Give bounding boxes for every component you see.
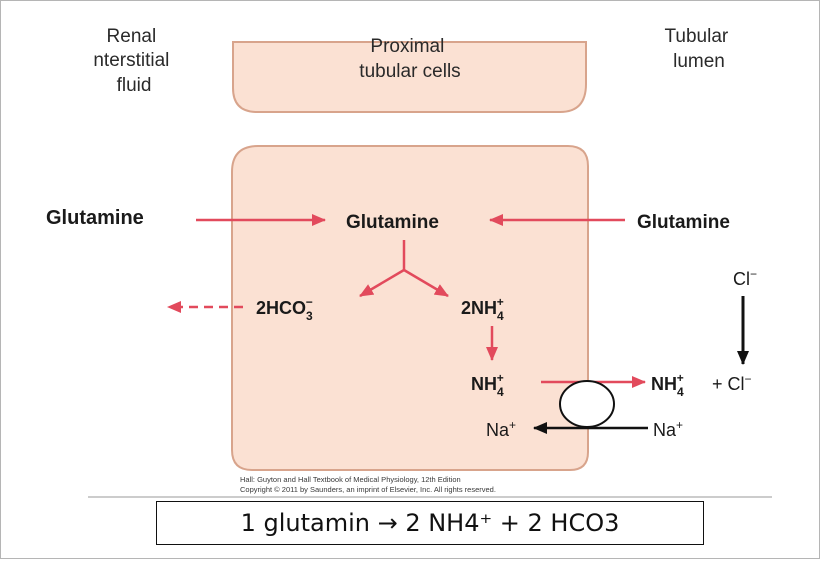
lumen-label-line1: Tubular xyxy=(665,26,729,47)
ammonium-2-label: 2NH4+ xyxy=(461,295,504,323)
ammonium-lumen-label: NH4+ xyxy=(651,371,684,399)
glutamine-cell-label: Glutamine xyxy=(346,212,439,233)
credit-line1: Hall: Guyton and Hall Textbook of Medica… xyxy=(240,475,461,484)
tubular-lumen-label: Tubular lumen xyxy=(665,26,734,72)
split-to-bicarbonate-arrow xyxy=(359,268,405,298)
credit-line2: Copyright © 2011 by Saunders, an imprint… xyxy=(240,485,496,494)
proximal-cells-label: Proximal tubular cells xyxy=(359,36,460,82)
chloride-label: Cl− xyxy=(733,267,757,289)
sodium-cell-label: Na+ xyxy=(486,418,516,440)
cells-label-line1: Proximal xyxy=(370,36,444,57)
glutamine-lumen-label: Glutamine xyxy=(637,212,730,233)
plus-chloride-label: + Cl− xyxy=(712,372,752,394)
interstitial-label-line3: fluid xyxy=(117,75,152,96)
bicarbonate-label: 2HCO3− xyxy=(256,295,313,323)
ammonium-cell-label: NH4+ xyxy=(471,371,504,399)
glutamine-interstitial-label: Glutamine xyxy=(46,207,144,229)
reaction-equation-text: 1 glutamin → 2 NH4⁺ + 2 HCO3 xyxy=(240,509,620,537)
lumen-label-line2: lumen xyxy=(673,51,725,72)
sodium-lumen-label: Na+ xyxy=(653,418,683,440)
cells-label-line2: tubular cells xyxy=(359,61,460,82)
upper-cell-shape xyxy=(232,41,587,113)
interstitial-label-line2: nterstitial xyxy=(93,50,169,71)
interstitial-fluid-label: Renal nterstitial fluid xyxy=(93,26,174,96)
proximal-cell-shape xyxy=(231,145,589,471)
reaction-equation-box: 1 glutamin → 2 NH4⁺ + 2 HCO3 xyxy=(156,501,704,545)
na-nh4-antiporter xyxy=(559,380,615,428)
split-to-ammonium-arrow xyxy=(403,268,449,298)
interstitial-label-line1: Renal xyxy=(107,26,157,47)
